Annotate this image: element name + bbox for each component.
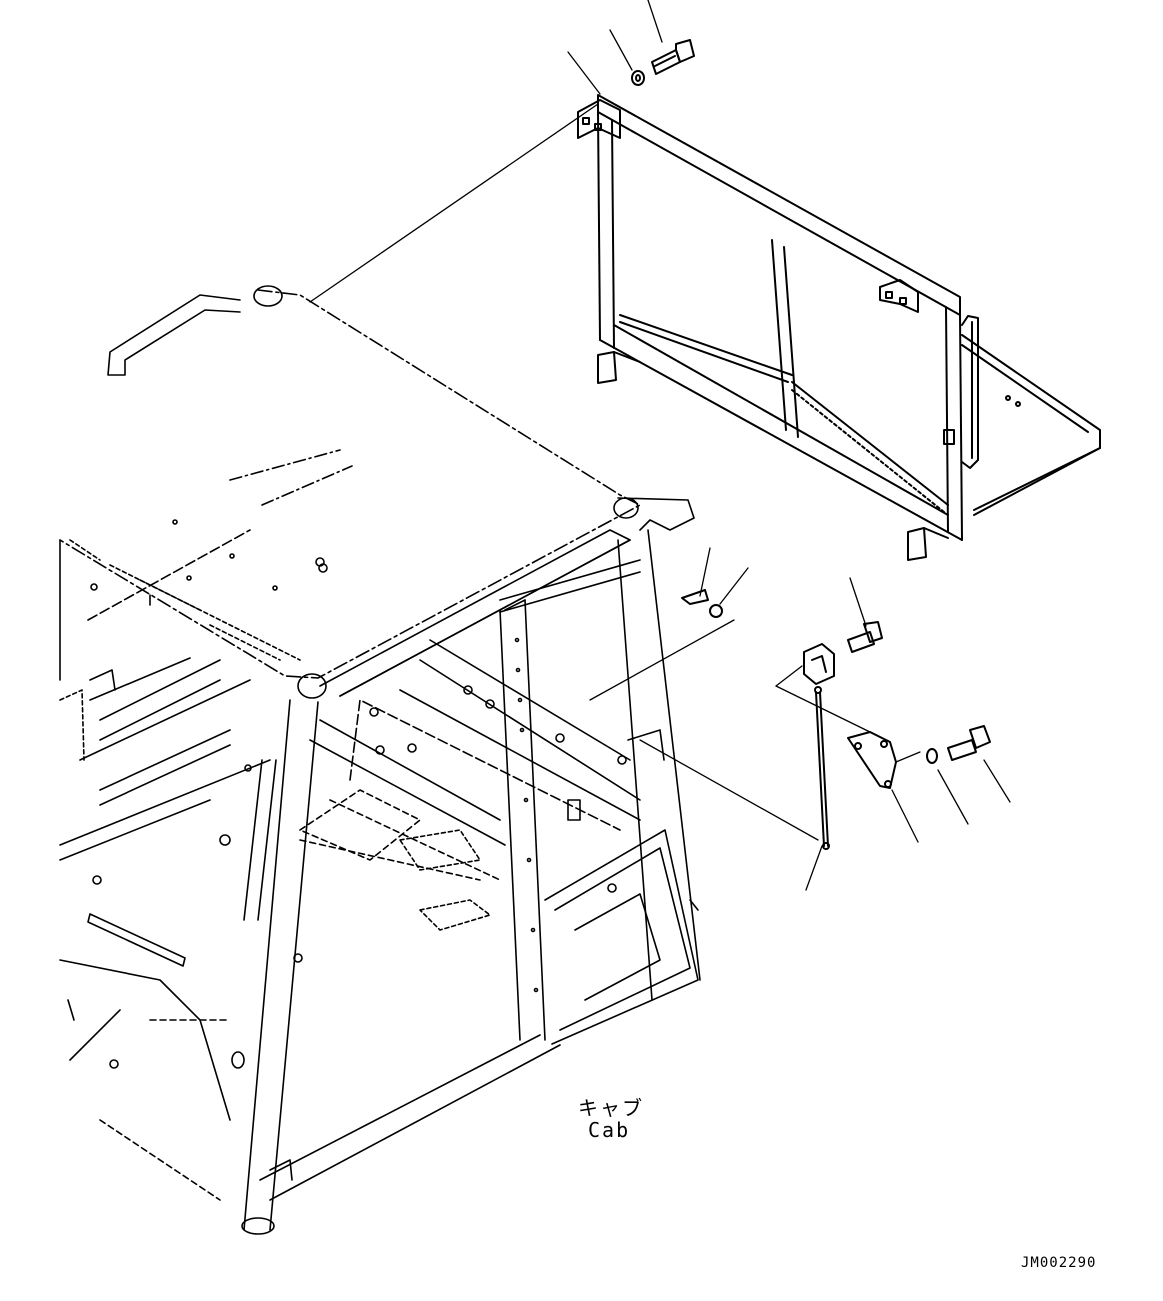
figure-id: JM002290 [1021,1255,1097,1271]
small-washer [710,605,722,617]
plate-bolt [948,726,990,760]
stay-rod [815,687,829,849]
top-bolt [652,40,694,74]
top-washer [632,71,644,85]
clamp-bolt [848,622,882,652]
guard-frame [578,95,1100,560]
cab-label-english: Cab [588,1118,631,1142]
clamp-bracket [804,644,834,684]
cab-frame [60,286,700,1234]
plate-washer [927,749,937,763]
cab-label-japanese: キャブ [578,1096,644,1120]
mount-plate [848,732,896,788]
hairpin [682,590,708,604]
leader-lines [310,0,1010,890]
